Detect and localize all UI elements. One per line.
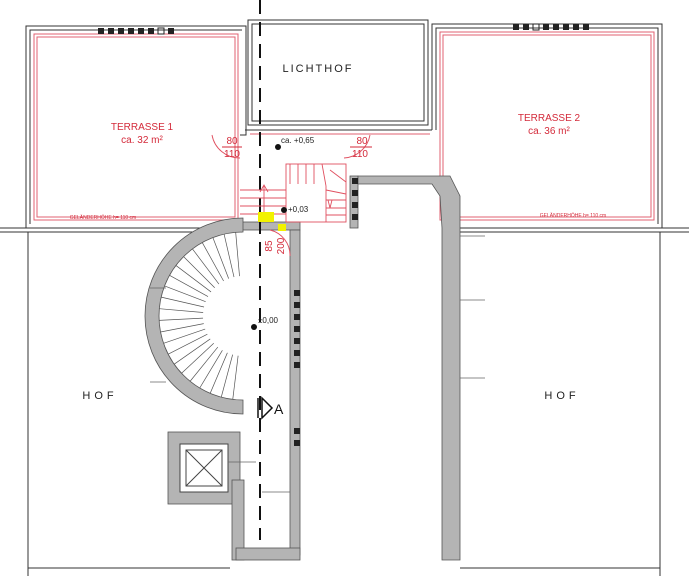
stair-tread [169,274,209,297]
stair-tread [192,248,220,285]
stair-tread [159,308,204,313]
room-label-hof-right: HOF [544,390,579,402]
door-right-width: 80 [356,136,368,147]
vent-column-center [294,178,358,446]
vent-square [294,440,300,446]
walls [144,175,461,561]
vent-square [352,190,358,196]
room-label-lichthof: LICHTHOF [283,63,354,75]
elevator-cross-icon [185,449,223,487]
stair-tread [164,285,206,302]
terrace2-railing: GELÄNDERHÖHE h= 110 cm [540,212,606,219]
terrace1-railing: GELÄNDERHÖHE h= 110 cm [70,214,136,221]
upper-stairs [211,134,371,257]
door-right-height: 110 [352,149,368,160]
vent-square [294,338,300,344]
stair-tread [163,328,206,344]
stair-tread [181,343,214,374]
stair-tread [201,242,224,282]
vent-square [294,362,300,368]
stair-tread [173,338,211,365]
stair-tread [223,234,235,278]
vent-square [294,314,300,320]
stair-tread [235,232,240,277]
vent-square [352,214,358,220]
vent-square [294,302,300,308]
vent-row-right [513,23,589,31]
section-marker-icon [257,396,274,420]
stair-tread [212,237,229,279]
terrace1-name: TERRASSE 1 [111,122,174,133]
level-marker-icons [251,144,287,330]
stair-tread [220,354,233,398]
vent-square [294,326,300,332]
level-landing: +0,03 [288,205,309,214]
building-outlines [0,19,689,576]
stair-tread [209,352,228,394]
highlight-marker [278,224,286,231]
room-label-hof-left: HOF [82,390,117,402]
stair-tread [183,256,215,288]
spiral-staircase [159,232,240,400]
door-entry-width: 85 [264,240,275,252]
vent-row-left [98,27,174,35]
vent-square [294,350,300,356]
stair-tread [161,296,205,308]
stair-tread [175,265,212,293]
vent-square [352,202,358,208]
highlight-marker [258,212,274,222]
door-left-width: 80 [226,136,238,147]
stair-tread [167,333,208,355]
vent-square [294,290,300,296]
terrace2-area: ca. 36 m² [528,126,570,137]
terrace2-name: TERRASSE 2 [518,113,581,124]
vent-square [352,178,358,184]
door-left-height: 110 [224,149,240,160]
section-label: A [274,401,284,417]
stair-tread [159,317,204,321]
terrace-red-lines [33,31,655,221]
courtyard-steps [150,235,485,493]
stair-tread [189,346,219,382]
stair-tread [199,350,223,389]
stair-tread [160,323,204,333]
vent-square [294,428,300,434]
door-entry-height: 200 [276,237,287,254]
level-ground: ±0,00 [258,316,279,325]
terrace1-area: ca. 32 m² [121,135,163,146]
level-upper: ca. +0,65 [281,136,315,145]
stair-tread [232,355,239,400]
